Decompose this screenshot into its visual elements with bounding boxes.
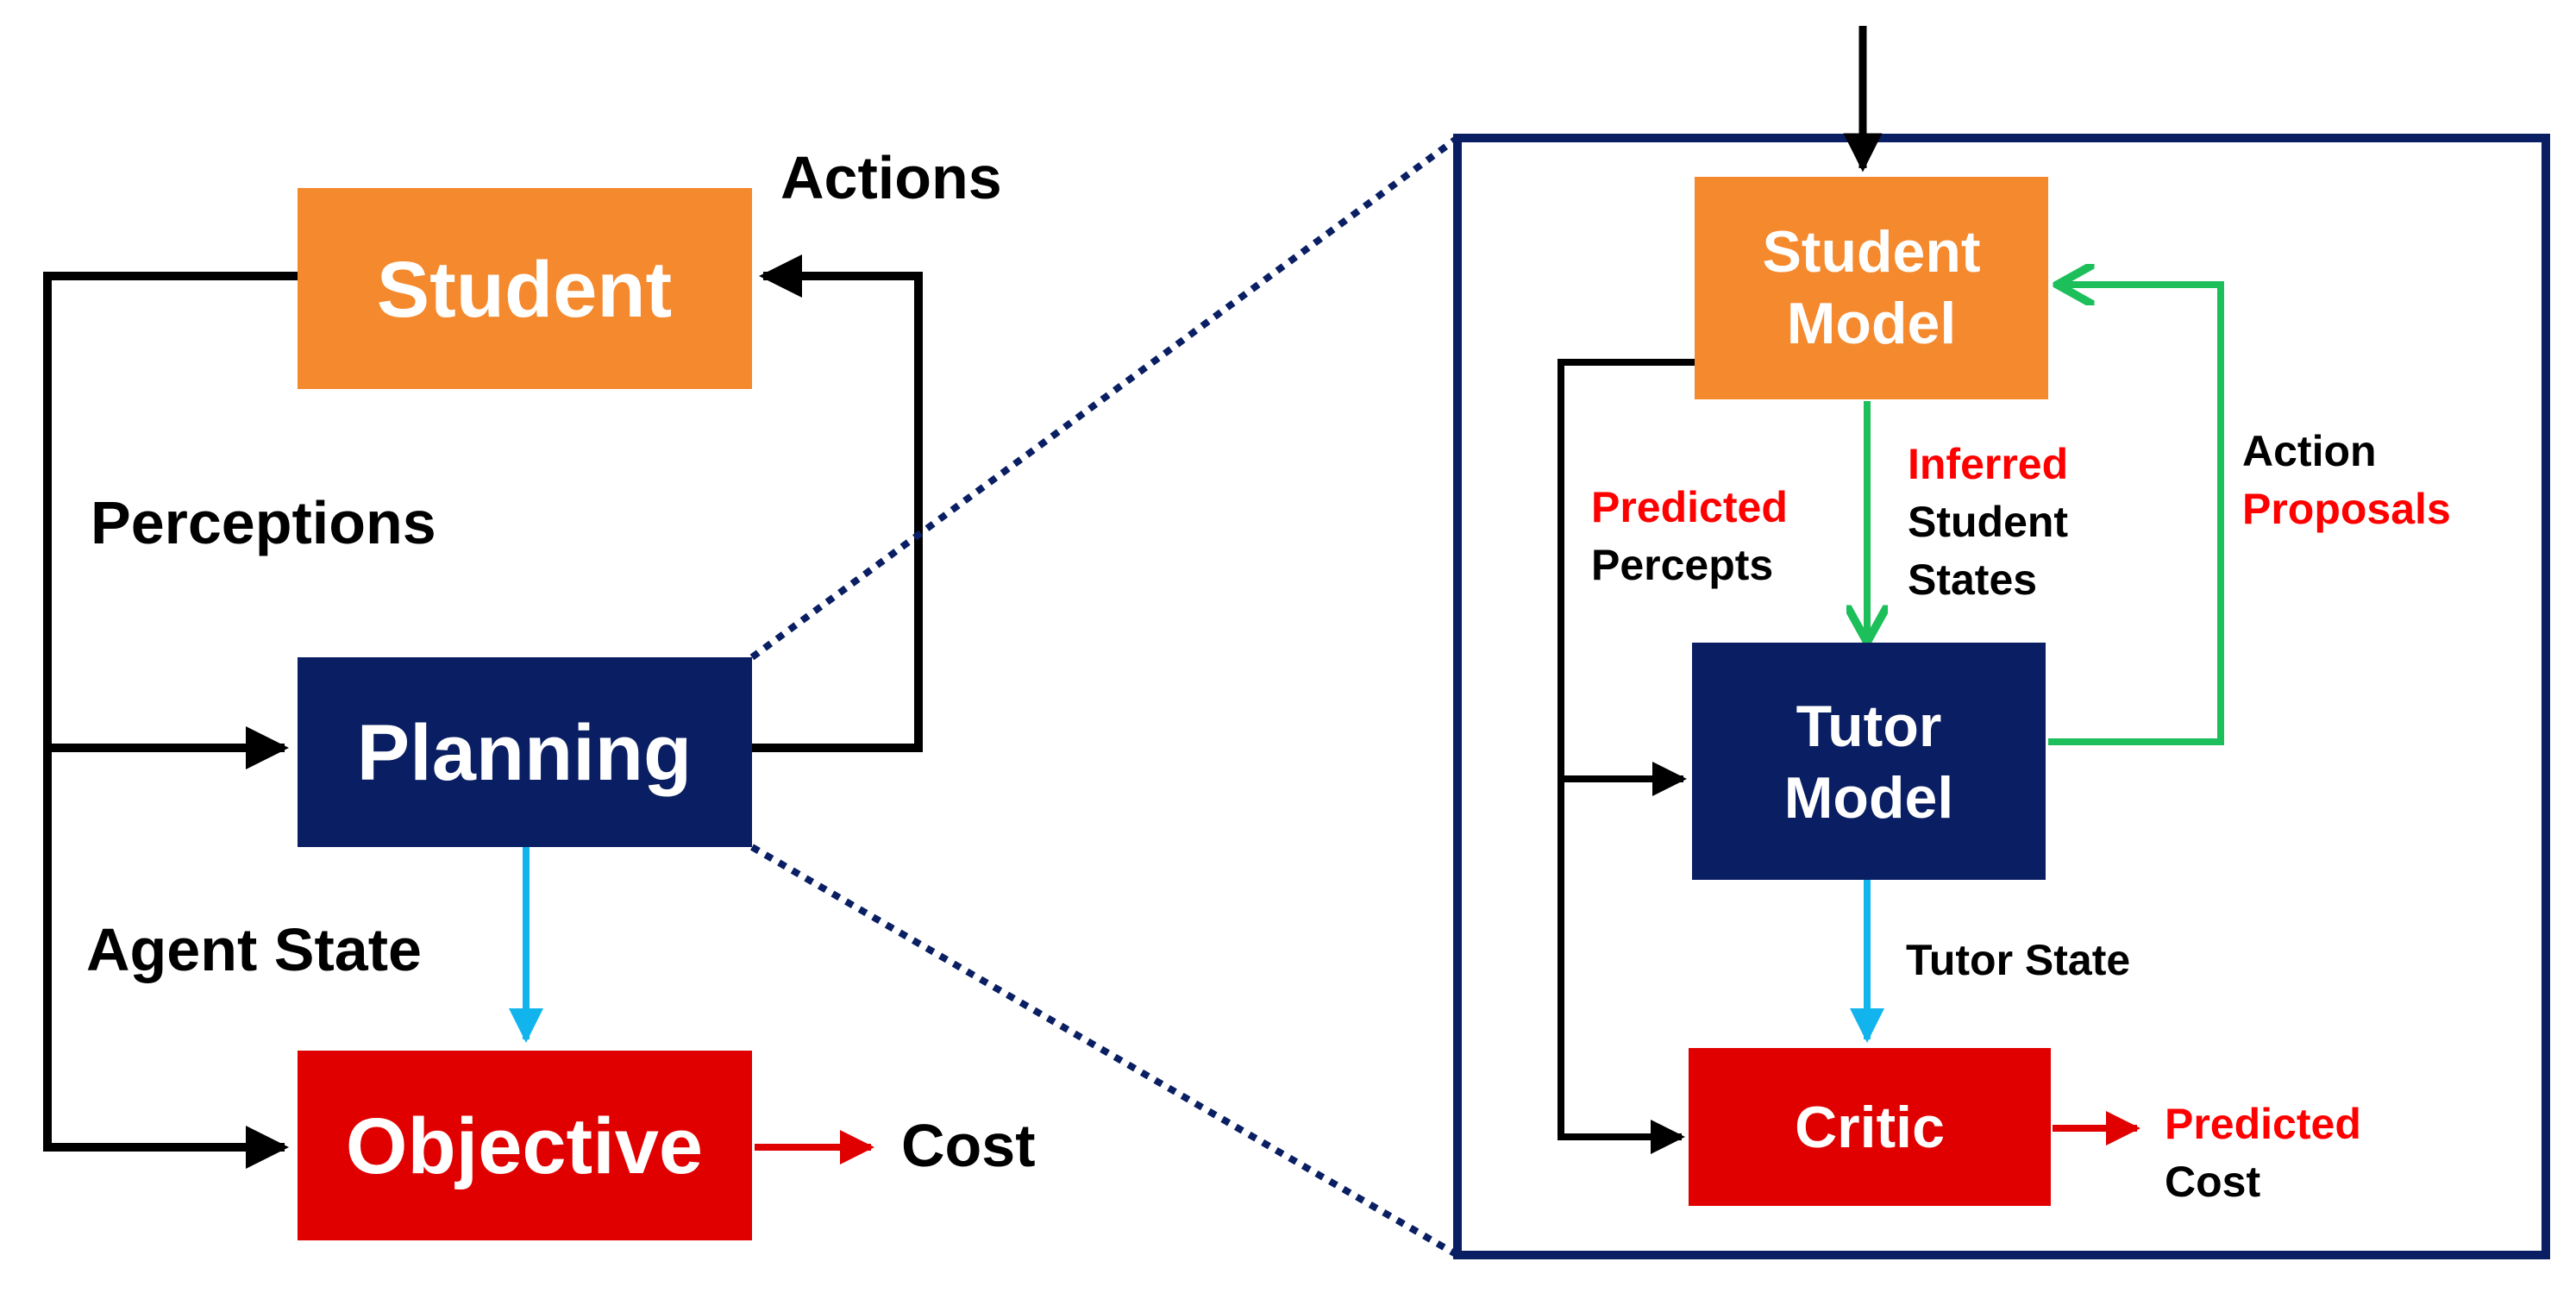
actions-arrow — [752, 254, 923, 752]
predicted-percepts-rest: Percepts — [1591, 541, 1773, 589]
agent-state-label: Agent State — [86, 916, 422, 983]
predicted-cost-rest: Cost — [2165, 1158, 2260, 1206]
planning-label: Planning — [357, 709, 692, 797]
action-proposals-plain: Action — [2242, 427, 2377, 475]
tutor-model-line1: Tutor — [1796, 694, 1942, 759]
action-proposals-arrow — [2048, 285, 2224, 745]
predicted-percepts-connector — [1558, 359, 1695, 1154]
predicted-percepts-highlight: Predicted — [1591, 483, 1788, 531]
zoom-frame — [1453, 134, 2550, 1259]
perceptions-label: Perceptions — [91, 489, 436, 556]
tutor-model-line2: Model — [1784, 765, 1953, 831]
perceptions-connector — [43, 272, 298, 1169]
tutor-model-box — [1692, 643, 2046, 880]
inferred-rest2: States — [1908, 555, 2037, 604]
student-model-box — [1695, 177, 2048, 399]
cost-label: Cost — [901, 1112, 1036, 1179]
critic-label: Critic — [1795, 1095, 1945, 1160]
objective-box — [298, 1051, 752, 1240]
critic-box — [1689, 1048, 2051, 1206]
action-proposals-highlight: Proposals — [2242, 485, 2451, 533]
planning-box — [298, 657, 752, 847]
zoom-line-bottom — [749, 844, 1460, 1258]
student-model-line2: Model — [1787, 291, 1956, 356]
student-box — [298, 188, 752, 389]
objective-label: Objective — [346, 1102, 703, 1190]
zoom-line-top — [749, 135, 1460, 661]
student-model-line1: Student — [1762, 219, 1980, 285]
student-label: Student — [377, 246, 672, 334]
inferred-highlight: Inferred — [1908, 440, 2068, 488]
actions-label: Actions — [780, 144, 1002, 211]
tutor-state-label: Tutor State — [1906, 936, 2130, 984]
inferred-rest1: Student — [1908, 498, 2068, 546]
predicted-cost-highlight: Predicted — [2165, 1100, 2361, 1148]
